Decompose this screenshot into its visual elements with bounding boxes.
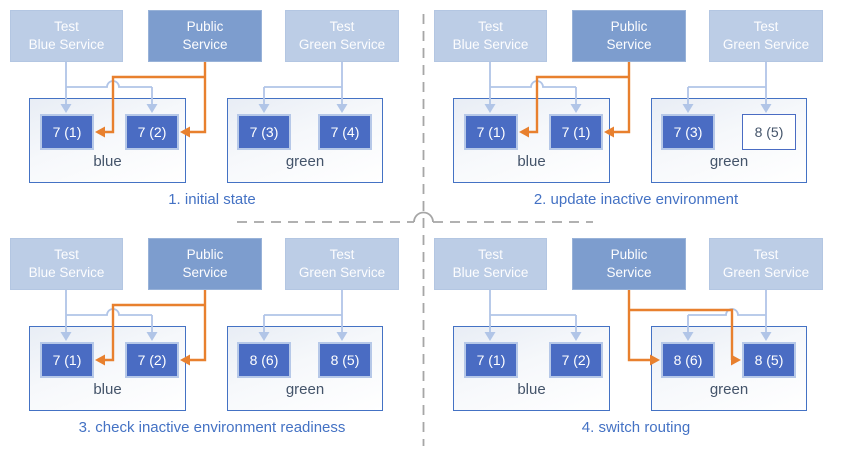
panel-check-inactive-environment-readiness: Test Blue Service Public Service Test Gr… bbox=[0, 228, 424, 456]
instance-box: 7 (1) bbox=[40, 342, 94, 378]
public-service-box: Public Service bbox=[148, 238, 262, 290]
service-label-line: Test bbox=[753, 247, 779, 262]
blue-environment-label: blue bbox=[517, 381, 546, 398]
service-label-line: Blue Service bbox=[28, 37, 105, 52]
instance-box: 8 (5) bbox=[742, 342, 796, 378]
instance-box: 7 (1) bbox=[549, 114, 603, 150]
test-blue-service-box: Test Blue Service bbox=[10, 238, 123, 290]
line-hop bbox=[688, 308, 766, 316]
green-environment-label: green bbox=[709, 153, 749, 170]
test-blue-service-box: Test Blue Service bbox=[434, 238, 547, 290]
blue-environment-label: blue bbox=[93, 153, 122, 170]
service-label-line: Service bbox=[182, 37, 228, 52]
instance-box: 8 (6) bbox=[237, 342, 291, 378]
service-label-line: Public bbox=[186, 19, 224, 34]
instance-box: 7 (2) bbox=[125, 114, 179, 150]
service-label-line: Test bbox=[329, 247, 355, 262]
service-label-line: Green Service bbox=[298, 265, 386, 280]
test-green-service-box: Test Green Service bbox=[709, 10, 823, 62]
line-hop bbox=[66, 80, 152, 88]
public-service-box: Public Service bbox=[572, 10, 686, 62]
service-label-line: Public bbox=[610, 247, 648, 262]
green-environment-label: green bbox=[285, 381, 325, 398]
test-blue-service-box: Test Blue Service bbox=[434, 10, 547, 62]
service-label-line: Test bbox=[54, 19, 79, 34]
green-environment-label: green bbox=[285, 153, 325, 170]
test-green-service-box: Test Green Service bbox=[709, 238, 823, 290]
instance-box: 7 (4) bbox=[318, 114, 372, 150]
instance-box: 7 (1) bbox=[464, 114, 518, 150]
service-label-line: Blue Service bbox=[28, 265, 105, 280]
panel-caption: 3. check inactive environment readiness bbox=[78, 419, 346, 436]
instance-box: 7 (1) bbox=[40, 114, 94, 150]
test-green-service-box: Test Green Service bbox=[285, 10, 399, 62]
instance-box: 7 (1) bbox=[464, 342, 518, 378]
blue-environment-label: blue bbox=[517, 153, 546, 170]
instance-box: 7 (3) bbox=[661, 114, 715, 150]
service-label-line: Public bbox=[186, 247, 224, 262]
service-label-line: Blue Service bbox=[452, 265, 529, 280]
test-green-service-box: Test Green Service bbox=[285, 238, 399, 290]
service-label-line: Public bbox=[610, 19, 648, 34]
line-hop bbox=[490, 80, 576, 88]
service-label-line: Service bbox=[606, 37, 652, 52]
instance-box: 8 (6) bbox=[661, 342, 715, 378]
panel-caption: 1. initial state bbox=[168, 191, 256, 208]
test-blue-service-box: Test Blue Service bbox=[10, 10, 123, 62]
instance-box: 7 (3) bbox=[237, 114, 291, 150]
service-label-line: Test bbox=[478, 19, 503, 34]
line-hop bbox=[66, 308, 152, 316]
service-label-line: Service bbox=[182, 265, 228, 280]
service-label-line: Test bbox=[54, 247, 79, 262]
panel-initial-state: Test Blue Service Public Service Test Gr… bbox=[0, 0, 424, 228]
panel-update-inactive-environment: Test Blue Service Public Service Test Gr… bbox=[424, 0, 848, 228]
panel-switch-routing: Test Blue Service Public Service Test Gr… bbox=[424, 228, 848, 456]
panel-caption: 4. switch routing bbox=[581, 419, 691, 436]
instance-box: 7 (2) bbox=[549, 342, 603, 378]
service-label-line: Test bbox=[753, 19, 779, 34]
panel-caption: 2. update inactive environment bbox=[533, 191, 739, 208]
service-label-line: Green Service bbox=[722, 37, 810, 52]
green-environment-label: green bbox=[709, 381, 749, 398]
service-label-line: Test bbox=[329, 19, 355, 34]
instance-box: 7 (2) bbox=[125, 342, 179, 378]
instance-box: 8 (5) bbox=[318, 342, 372, 378]
public-service-box: Public Service bbox=[572, 238, 686, 290]
public-service-box: Public Service bbox=[148, 10, 262, 62]
service-label-line: Green Service bbox=[298, 37, 386, 52]
service-label-line: Green Service bbox=[722, 265, 810, 280]
instance-box-new-version: 8 (5) bbox=[742, 114, 796, 150]
service-label-line: Blue Service bbox=[452, 37, 529, 52]
service-label-line: Service bbox=[606, 265, 652, 280]
blue-environment-label: blue bbox=[93, 381, 122, 398]
service-label-line: Test bbox=[478, 247, 503, 262]
